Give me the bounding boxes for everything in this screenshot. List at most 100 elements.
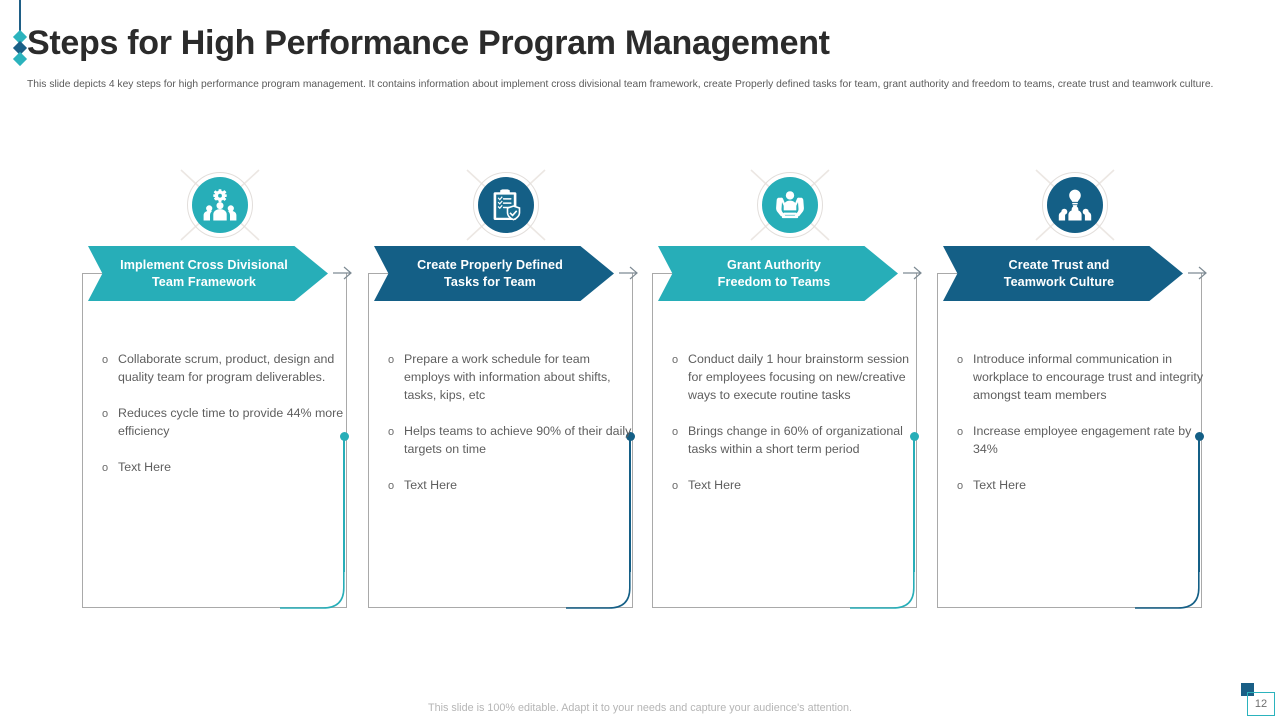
connector-dot [1195,432,1204,441]
step-medallion [466,169,546,241]
diamond-icon-bottom [12,51,28,67]
step-medallion [750,169,830,241]
bullet-item: o Prepare a work schedule for team emplo… [388,350,636,404]
step-connector [566,360,636,610]
connector-line [913,440,915,572]
step-medallion [1035,169,1115,241]
clipboard-shield-check-icon [478,177,534,233]
bracket-top-stub [82,273,106,274]
decorative-cross-lines-icon [747,164,833,246]
bullet-marker: o [388,426,395,438]
bullet-text: Text Here [973,478,1027,492]
bullet-text: Helps teams to achieve 90% of their dail… [404,424,632,456]
connector-curve [1135,568,1205,610]
decorative-cross-lines-icon [1032,164,1118,246]
lightbulb-team-icon [1047,177,1103,233]
step-banner[interactable]: Create Trust and Teamwork Culture [943,246,1183,301]
step-banner-label: Create Properly Defined Tasks for Team [417,257,563,289]
connector-curve [566,568,636,610]
bullet-text: Conduct daily 1 hour brainstorm session … [688,352,910,402]
step-arrow-icon [618,264,640,282]
step-column-create-trust-and-teamwork-culture: Create Trust and Teamwork Culture o Intr… [935,160,1220,630]
bullet-item: o Brings change in 60% of organizational… [672,422,920,458]
bullet-item: o Helps teams to achieve 90% of their da… [388,422,636,458]
decorative-cross-lines-icon [463,164,549,246]
medallion-ring [757,172,823,238]
bullet-text: Text Here [118,460,172,474]
page-subtitle: This slide depicts 4 key steps for high … [27,79,1214,90]
connector-curve [850,568,920,610]
connector-line [629,440,631,572]
step-banner-label: Implement Cross Divisional Team Framewor… [120,257,288,289]
medallion-ring [473,172,539,238]
step-connector [280,360,350,610]
step-arrow-icon [902,264,924,282]
bracket-top-stub [652,273,676,274]
bullet-item: o Text Here [672,476,920,495]
bullet-item: o Conduct daily 1 hour brainstorm sessio… [672,350,920,404]
connector-dot [340,432,349,441]
step-medallion [180,169,260,241]
decoration-line [19,0,21,34]
bullet-marker: o [388,480,395,492]
bullet-marker: o [102,462,109,474]
step-bullet-list: o Conduct daily 1 hour brainstorm sessio… [672,350,920,513]
step-banner-label: Grant Authority Freedom to Teams [717,257,831,289]
bullet-marker: o [957,480,964,492]
decorative-cross-lines-icon [177,164,263,246]
step-banner-label: Create Trust and Teamwork Culture [1003,257,1115,289]
bullet-text: Collaborate scrum, product, design and q… [118,352,335,384]
connector-curve [280,568,350,610]
bullet-text: Text Here [688,478,742,492]
bullet-text: Reduces cycle time to provide 44% more e… [118,406,344,438]
bullet-text: Text Here [404,478,458,492]
title-decoration [12,0,28,78]
step-connector [850,360,920,610]
step-arrow-icon [332,264,354,282]
step-banner[interactable]: Implement Cross Divisional Team Framewor… [88,246,328,301]
bullet-text: Brings change in 60% of organizational t… [688,424,903,456]
steps-container: Implement Cross Divisional Team Framewor… [0,160,1280,630]
person-supporting-hands-icon [762,177,818,233]
bracket-top-stub [937,273,961,274]
step-column-create-properly-defined-tasks-for-team: Create Properly Defined Tasks for Team o… [366,160,651,630]
medallion-ring [187,172,253,238]
bullet-item: o Reduces cycle time to provide 44% more… [102,404,350,440]
bullet-marker: o [388,354,395,366]
bullet-marker: o [102,408,109,420]
step-connector [1135,360,1205,610]
bullet-item: o Text Here [957,476,1205,495]
bullet-item: o Text Here [102,458,350,477]
bullet-marker: o [672,480,679,492]
bullet-marker: o [957,354,964,366]
bullet-marker: o [957,426,964,438]
bullet-text: Introduce informal communication in work… [973,352,1204,402]
bullet-item: o Text Here [388,476,636,495]
step-arrow-icon [1187,264,1209,282]
page-title: Steps for High Performance Program Manag… [27,24,830,62]
page-number: 12 [1247,692,1275,716]
step-banner[interactable]: Grant Authority Freedom to Teams [658,246,898,301]
connector-line [343,440,345,572]
bullet-item: o Introduce informal communication in wo… [957,350,1205,404]
step-banner[interactable]: Create Properly Defined Tasks for Team [374,246,614,301]
bullet-marker: o [672,426,679,438]
bullet-text: Increase employee engagement rate by 34% [973,424,1192,456]
gear-team-icon [192,177,248,233]
bullet-marker: o [672,354,679,366]
bracket-top-stub [368,273,392,274]
bullet-marker: o [102,354,109,366]
step-bullet-list: o Introduce informal communication in wo… [957,350,1205,513]
bullet-item: o Increase employee engagement rate by 3… [957,422,1205,458]
connector-line [1198,440,1200,572]
bullet-text: Prepare a work schedule for team employs… [404,352,611,402]
bullet-item: o Collaborate scrum, product, design and… [102,350,350,386]
step-bullet-list: o Collaborate scrum, product, design and… [102,350,350,495]
step-bullet-list: o Prepare a work schedule for team emplo… [388,350,636,513]
step-column-implement-cross-divisional-team-framework: Implement Cross Divisional Team Framewor… [80,160,365,630]
connector-dot [910,432,919,441]
step-column-grant-authority-freedom-to-teams: Grant Authority Freedom to Teams o Condu… [650,160,935,630]
connector-dot [626,432,635,441]
footer-note: This slide is 100% editable. Adapt it to… [427,702,852,714]
